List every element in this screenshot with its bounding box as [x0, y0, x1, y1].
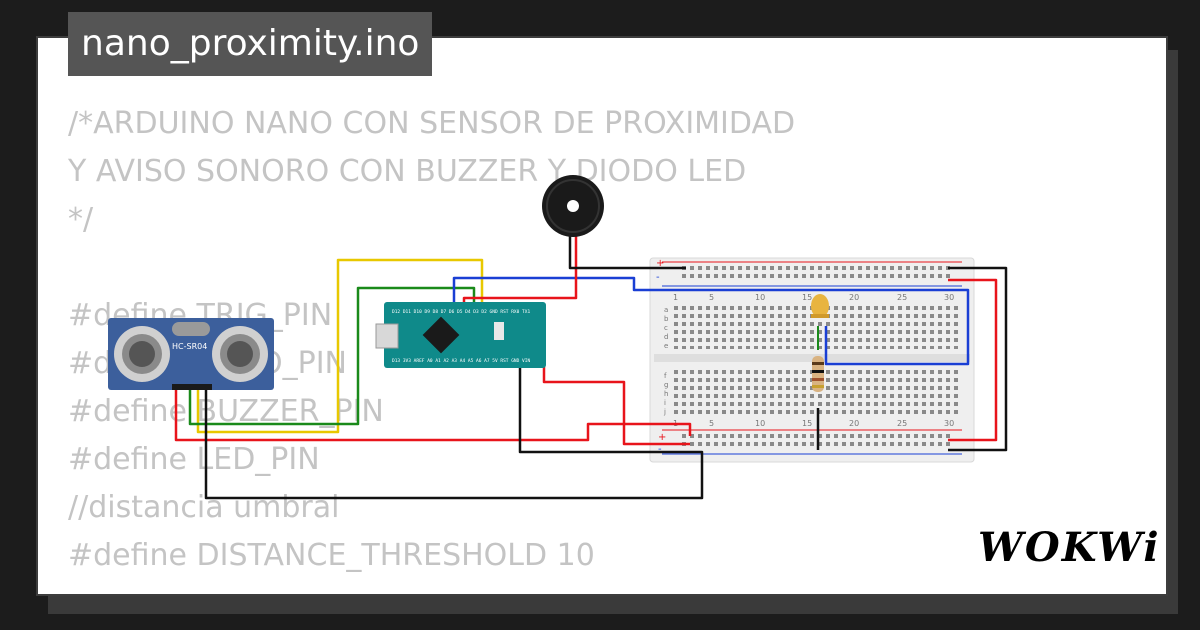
row-letter: j: [663, 408, 666, 416]
row-letter: f: [664, 372, 667, 380]
column-number: 20: [849, 419, 859, 428]
code-line: Y AVISO SONORO CON BUZZER Y DIODO LED: [68, 154, 747, 189]
column-number: 5: [709, 293, 714, 302]
column-number: 15: [802, 419, 812, 428]
sensor-label: HC-SR04: [172, 342, 207, 351]
column-number: 15: [802, 293, 812, 302]
breadboard[interactable]: + - 1 5 10 15 20 25 30 a b c d e f g h i…: [649, 257, 975, 463]
column-number: 20: [849, 293, 859, 302]
rail-minus-label: -: [656, 272, 660, 283]
wires: [174, 236, 1008, 500]
center-channel: [654, 354, 970, 362]
sensor-header: [172, 384, 212, 390]
usb-connector: [375, 323, 399, 349]
wire-red-rail[interactable]: [948, 278, 998, 442]
row-letter: d: [664, 333, 668, 341]
wire-green[interactable]: [188, 286, 476, 426]
code-line: //distancia umbral: [68, 490, 340, 525]
wire-black-buzzer[interactable]: [568, 236, 686, 270]
project-filename: nano_proximity.ino: [68, 12, 433, 76]
wire-blue[interactable]: [452, 276, 970, 366]
led[interactable]: [811, 294, 829, 318]
nano-bottom-pins: D13 3V3 AREF A0 A1 A2 A3 A4 A5 A6 A7 5V …: [392, 358, 530, 364]
preview-card: [36, 36, 1168, 596]
power-rail-bottom: [680, 434, 952, 450]
resistor[interactable]: [812, 356, 824, 392]
row-letter: b: [664, 315, 669, 323]
column-number: 5: [709, 419, 714, 428]
code-line: /*ARDUINO NANO CON SENSOR DE PROXIMIDAD: [68, 106, 796, 141]
nano-top-pins: D12 D11 D10 D9 D8 D7 D6 D5 D4 D3 D2 GND …: [392, 309, 530, 315]
column-number: 10: [755, 419, 765, 428]
wire-black-gnd[interactable]: [518, 362, 690, 454]
rail-minus-label: -: [658, 444, 662, 455]
code-line: #define LED_PIN: [68, 442, 320, 477]
buzzer[interactable]: [542, 175, 604, 237]
column-number: 10: [755, 293, 765, 302]
reset-button: [494, 322, 504, 340]
row-letter: c: [664, 324, 668, 332]
wire-black-rail[interactable]: [948, 266, 1008, 452]
wire-red-sensor[interactable]: [174, 384, 692, 442]
column-number: 1: [673, 293, 678, 302]
arduino-nano[interactable]: D12 D11 D10 D9 D8 D7 D6 D5 D4 D3 D2 GND …: [375, 302, 546, 368]
wire-black-sensor[interactable]: [204, 390, 704, 500]
chip-icon: [422, 316, 460, 354]
code-line: */: [68, 202, 94, 237]
wokwi-logo: WOKWi: [978, 524, 1161, 571]
column-number: 25: [897, 419, 907, 428]
column-number: 30: [944, 419, 954, 428]
code-line: #define DISTANCE_THRESHOLD 10: [68, 538, 595, 573]
row-letter: i: [664, 399, 666, 407]
row-letter: g: [664, 381, 668, 389]
column-number: 30: [944, 293, 954, 302]
hc-sr04-sensor[interactable]: HC-SR04: [108, 318, 274, 390]
row-letter: h: [664, 390, 668, 398]
row-letter: a: [664, 306, 668, 314]
column-number: 25: [897, 293, 907, 302]
row-letter: e: [664, 342, 668, 350]
rail-plus-label: +: [658, 432, 666, 443]
power-rail-top: [680, 266, 952, 282]
rail-plus-label: +: [656, 258, 664, 269]
